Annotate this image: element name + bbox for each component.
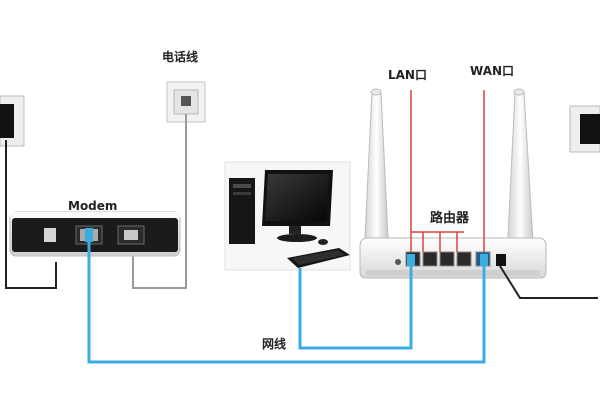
- wireless-router-icon: [359, 237, 547, 279]
- phone-line-label: 电话线: [162, 49, 198, 64]
- antenna-icon: [363, 88, 390, 259]
- lan-cable-plug: [407, 254, 415, 266]
- phone-cord: [132, 114, 187, 289]
- modem-icon: [9, 211, 181, 257]
- antenna-icon: [506, 88, 535, 259]
- lan-port-label: LAN口: [388, 68, 427, 82]
- modem-power-cord: [5, 140, 57, 289]
- wan-port-label: WAN口: [470, 64, 514, 78]
- lan-port-leader: [410, 90, 464, 252]
- wall-power-outlet-icon: [0, 95, 25, 147]
- network-cable-pc-to-lan: [298, 262, 413, 350]
- keyboard-icon: [287, 239, 350, 268]
- modem-cable-plug: [85, 228, 93, 242]
- wan-cable-plug: [480, 254, 488, 266]
- wall-power-outlet-icon: [569, 105, 600, 153]
- router-label: 路由器: [430, 210, 470, 226]
- modem-label: Modem: [68, 199, 117, 213]
- network-cable-label: 网线: [262, 336, 286, 351]
- network-cable-modem-to-wan: [87, 234, 486, 364]
- monitor-icon: [262, 170, 333, 242]
- router-power-cord: [499, 265, 598, 299]
